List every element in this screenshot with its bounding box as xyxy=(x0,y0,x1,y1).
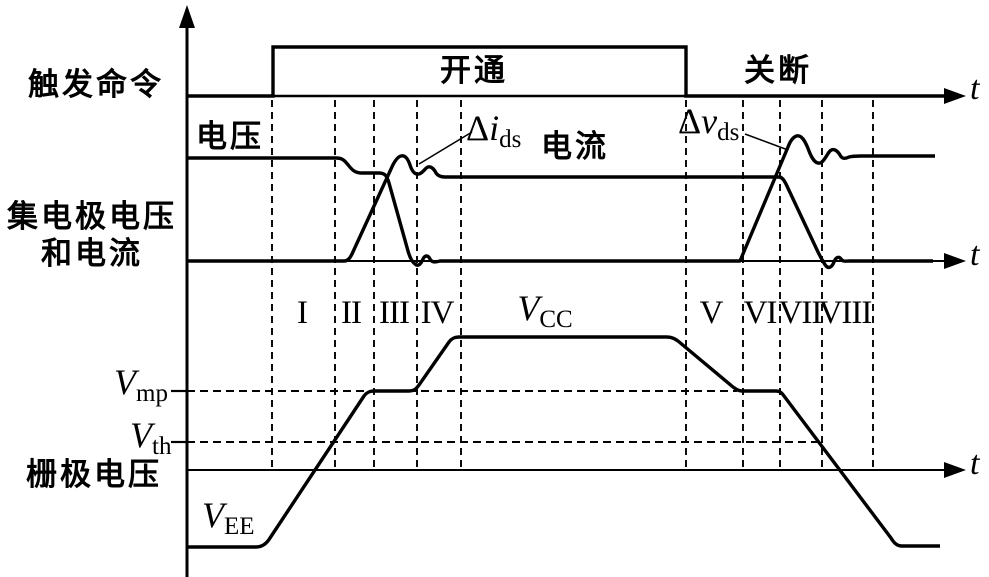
delta-v-base: v xyxy=(701,101,718,141)
gate-axis-t-label: t xyxy=(970,445,980,482)
interval-label-6: VI xyxy=(743,295,778,331)
gate-voltage-waveform xyxy=(187,335,940,549)
collector-current-waveform xyxy=(187,154,933,270)
vth-base: V xyxy=(130,415,152,455)
trigger-row-label: 触发命令 xyxy=(28,67,164,102)
turn-on-label: 开通 xyxy=(440,53,508,88)
delta-v-pointer-line xyxy=(744,133,789,151)
trigger-time-axis-arrow-icon xyxy=(944,88,966,104)
interval-label-5: V xyxy=(699,295,724,331)
delta-i-pointer-line xyxy=(418,131,473,165)
interval-boundary-lines xyxy=(271,100,874,467)
delta-i-annotation: Δids xyxy=(466,110,521,152)
vmp-base: V xyxy=(114,362,136,402)
delta-v-sub: ds xyxy=(717,119,740,146)
vmp-label: Vmp xyxy=(114,364,168,406)
vcc-base: V xyxy=(517,288,540,328)
trigger-command-waveform xyxy=(187,45,944,98)
collector-row-label: 集电极电压 和电流 xyxy=(0,198,184,272)
interval-label-4: IV xyxy=(420,295,455,331)
collector-voltage-waveform xyxy=(187,134,935,267)
trigger-axis-t-label: t xyxy=(970,70,980,107)
voltage-curve-label: 电压 xyxy=(196,119,264,154)
delta-v-delta: Δ xyxy=(678,101,702,141)
interval-label-8: VIII xyxy=(818,295,873,331)
turn-off-label: 关断 xyxy=(744,53,812,88)
collector-row-label-line1: 集电极电压 xyxy=(7,199,177,234)
vee-base: V xyxy=(202,495,224,535)
interval-label-2: II xyxy=(341,295,362,331)
vth-sub: th xyxy=(152,433,172,460)
gate-row-label: 栅极电压 xyxy=(26,457,162,492)
vee-label: VEE xyxy=(202,497,255,539)
vcc-sub: CC xyxy=(539,306,573,333)
interval-label-3: III xyxy=(379,295,410,331)
vmp-sub: mp xyxy=(136,380,168,407)
vth-label: Vth xyxy=(130,417,171,459)
delta-i-sub: ds xyxy=(499,126,522,153)
vertical-axis-arrow-icon xyxy=(179,5,195,28)
delta-i-base: i xyxy=(489,108,500,148)
interval-label-7: VII xyxy=(778,295,823,331)
current-curve-label: 电流 xyxy=(541,129,609,164)
vee-sub: EE xyxy=(224,513,255,540)
collector-axis-t-label: t xyxy=(970,236,980,273)
gate-time-axis-arrow-icon xyxy=(944,462,966,478)
vcc-label: VCC xyxy=(517,290,572,332)
interval-label-1: I xyxy=(297,295,308,331)
delta-i-delta: Δ xyxy=(466,108,490,148)
delta-v-annotation: Δvds xyxy=(678,103,739,145)
collector-row-label-line2: 和电流 xyxy=(41,236,143,271)
collector-time-axis-arrow-icon xyxy=(944,253,966,269)
